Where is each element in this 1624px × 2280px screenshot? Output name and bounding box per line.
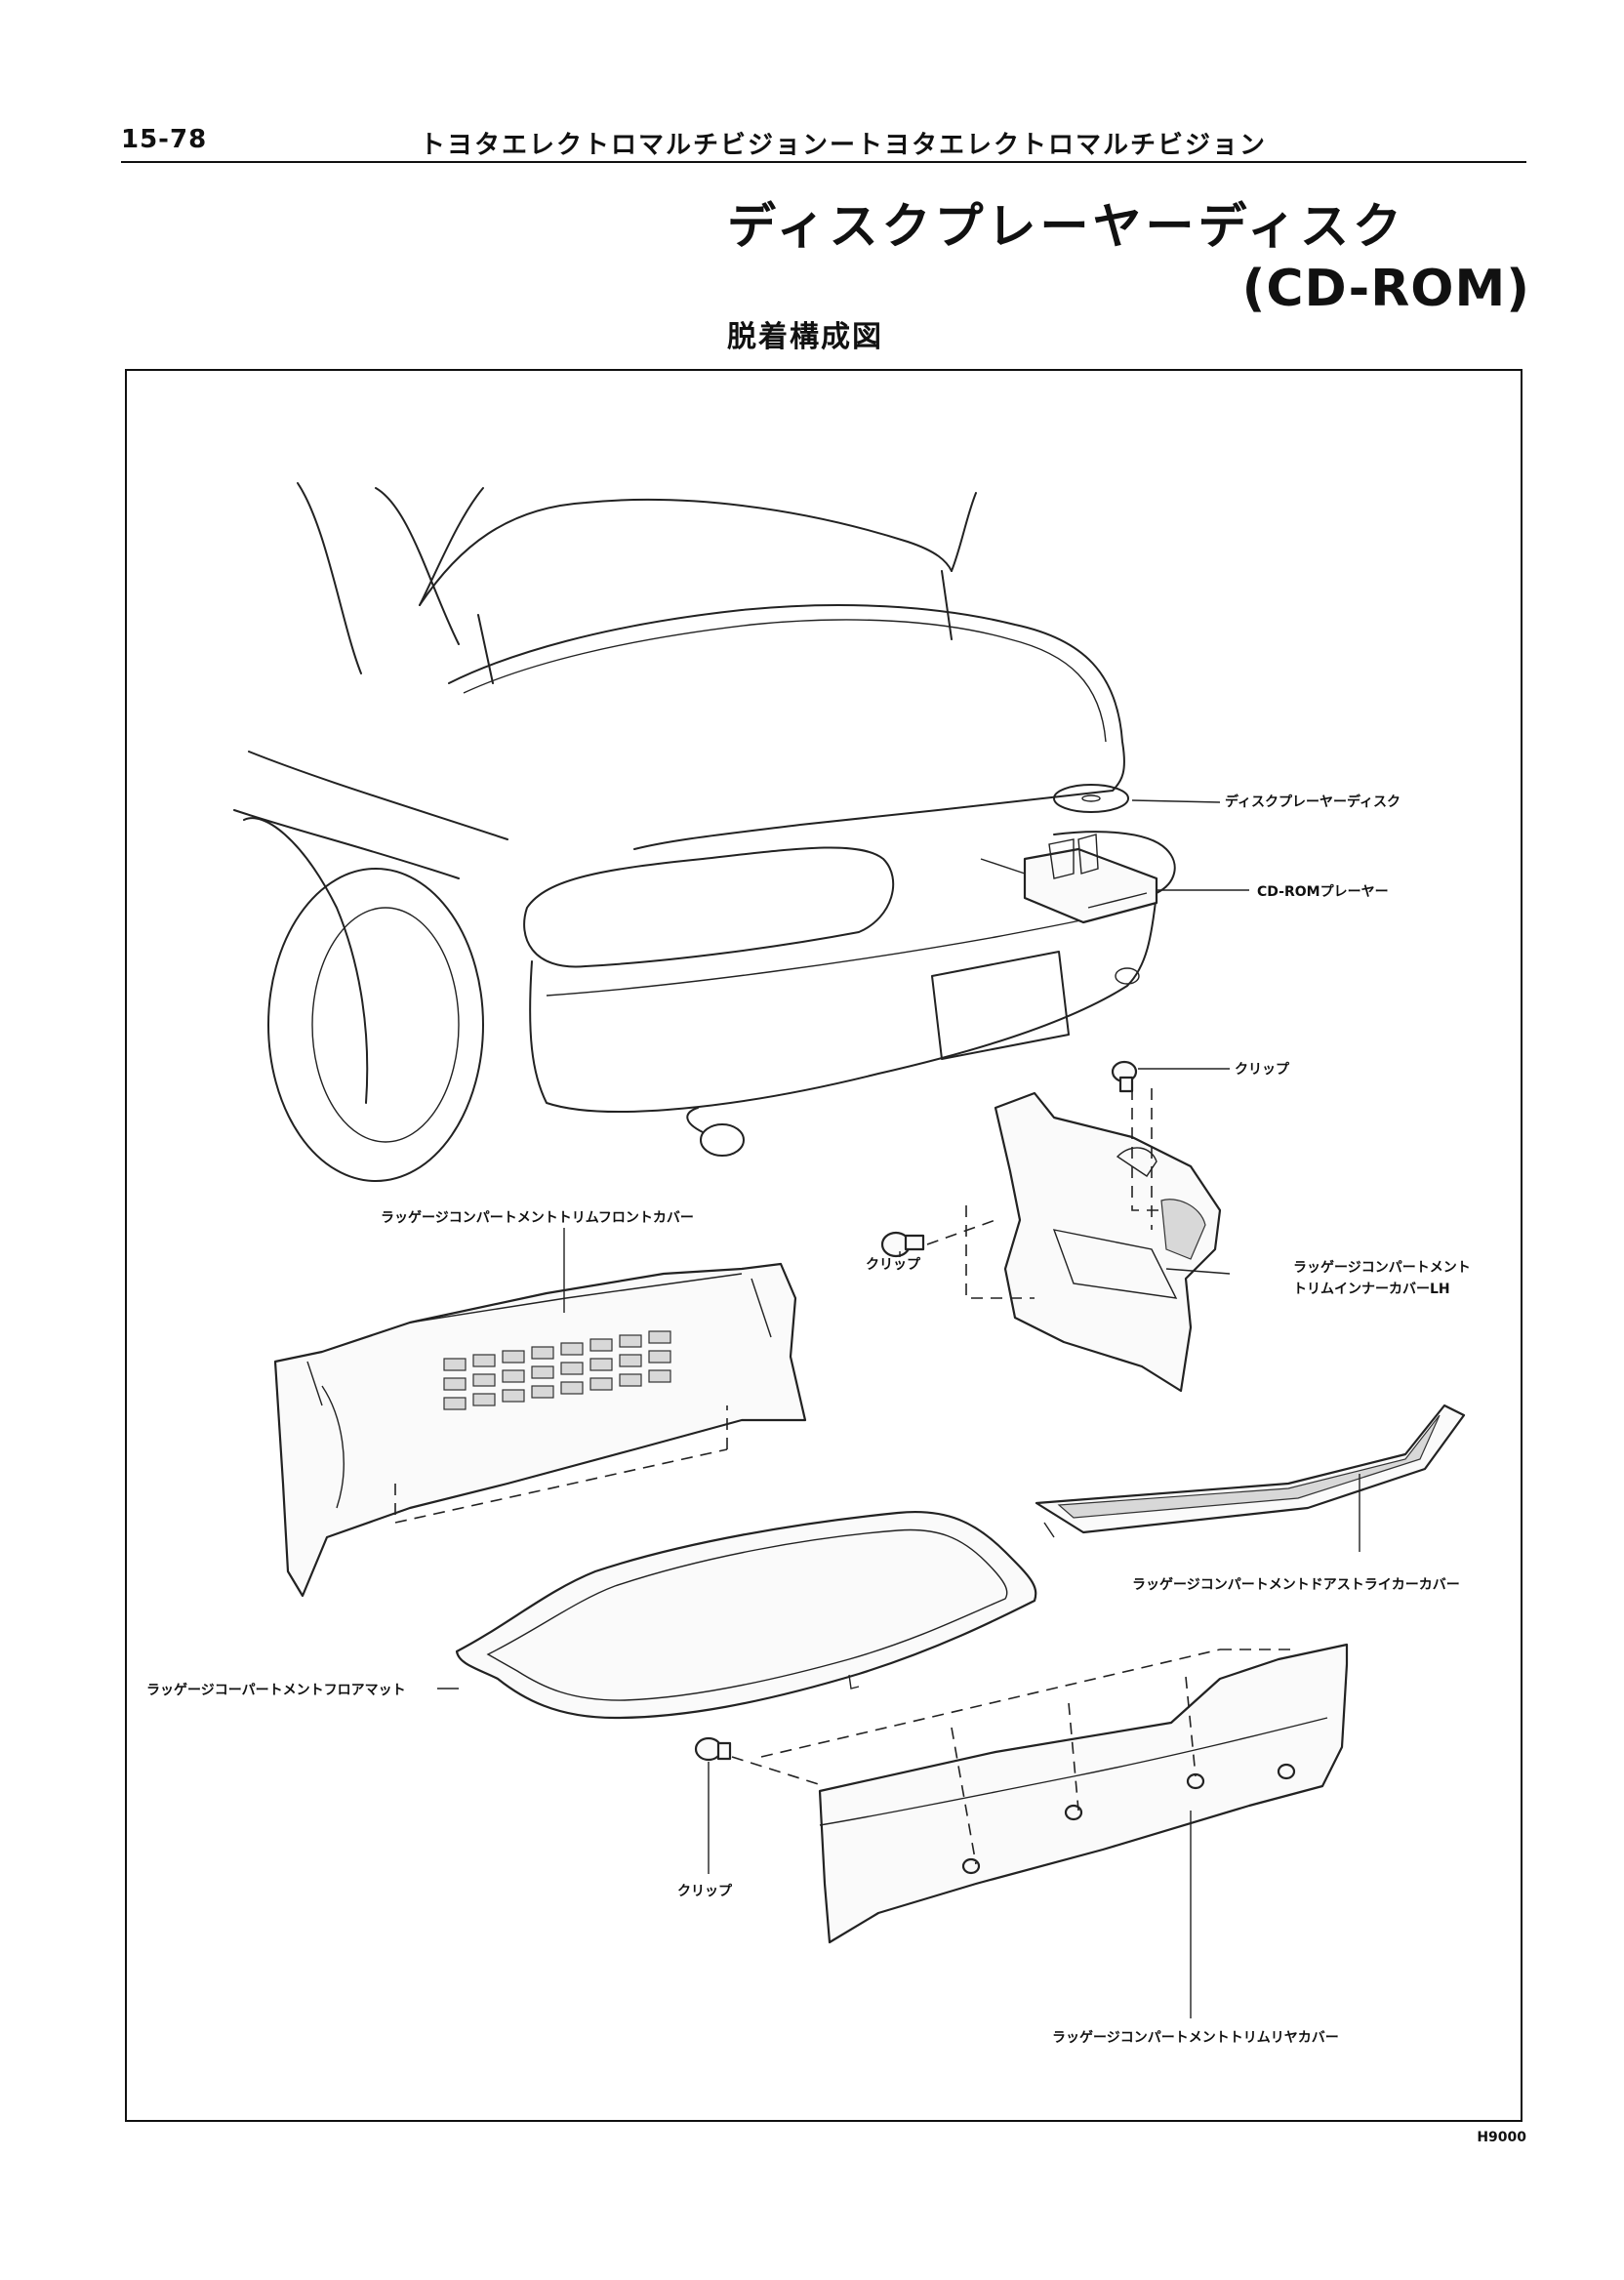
wheel-arch — [243, 817, 369, 1104]
page-title: ディスクプレーヤーディスク — [727, 198, 1405, 255]
callout-floor-mat: ラッゲージコーパートメントフロアマット — [146, 1682, 406, 1698]
clip-bottom — [694, 1736, 732, 1762]
reflector — [1115, 967, 1140, 985]
exhaust-tip — [700, 1123, 745, 1157]
leader-lines — [437, 799, 1360, 2018]
callout-striker-cover: ラッゲージコンパートメントドアストライカーカバー — [1132, 1576, 1460, 1593]
trunk-opening — [448, 604, 1125, 850]
car-rear-illustration — [233, 482, 1176, 1182]
taillight-right — [1053, 831, 1176, 904]
floor-mat-part — [455, 1511, 1037, 1720]
diagram-frame — [125, 369, 1522, 2122]
trunk-lid — [419, 498, 953, 606]
quarter-panel — [233, 809, 460, 879]
tire-outer — [267, 868, 484, 1182]
trunk-lid-right-edge — [951, 492, 977, 572]
rear-window-line — [297, 482, 362, 674]
cdrom-mount-line — [980, 858, 1026, 875]
page-subtitle: (CD-ROM) — [1241, 260, 1530, 318]
front-cover-vents — [443, 1330, 671, 1410]
callout-disc: ディスクプレーヤーディスク — [1225, 794, 1401, 810]
callout-clip-left: クリップ — [866, 1257, 921, 1273]
bumper-crease — [546, 902, 1153, 997]
callout-clip-top-right: クリップ — [1235, 1062, 1290, 1078]
cdrom-player-body — [1023, 847, 1158, 924]
body-side-upper — [248, 751, 508, 840]
front-cover-part — [273, 1262, 807, 1598]
header-rule — [121, 161, 1526, 163]
taillight-left — [523, 846, 895, 968]
figure-code: H9000 — [1477, 2130, 1526, 2145]
license-recess — [931, 951, 1070, 1060]
cdrom-player-slot — [1087, 892, 1148, 909]
callout-rear-cover: ラッゲージコンパートメントトリムリヤカバー — [1052, 2029, 1339, 2046]
rear-cover-part — [818, 1643, 1349, 1944]
tire-inner — [311, 907, 460, 1143]
cd-disc — [1053, 784, 1129, 813]
trunk-seal — [463, 619, 1107, 743]
callout-cdrom-player: CD-ROMプレーヤー — [1257, 884, 1389, 900]
cd-disc-hole — [1081, 794, 1101, 802]
cdrom-player-bracket-2 — [1077, 834, 1099, 875]
strut-left — [477, 614, 494, 684]
section-heading: 脱着構成図 — [727, 320, 883, 354]
clip-left — [880, 1231, 925, 1258]
c-pillar-line — [375, 487, 460, 645]
callout-front-cover: ラッゲージコンパートメントトリムフロントカバー — [381, 1209, 694, 1226]
strut-right — [941, 570, 953, 640]
inner-cover-lh-part — [994, 1091, 1222, 1393]
striker-cover-part — [1035, 1404, 1466, 1538]
rear-bumper — [529, 892, 1157, 1113]
trunk-lid-left-edge — [419, 487, 484, 606]
callout-inner-cover-line2: トリムインナーカバーLH — [1293, 1282, 1450, 1297]
callout-clip-bottom: クリップ — [677, 1884, 733, 1899]
running-header: トヨタエレクトロマルチビジョンートヨタエレクトロマルチビジョン — [420, 131, 1268, 160]
cdrom-player-bracket — [1048, 838, 1075, 879]
exhaust-pipe — [686, 1107, 704, 1133]
page-number: 15-78 — [121, 125, 208, 154]
assembly-dash-lines — [394, 1088, 1298, 1865]
clip-top-right — [1111, 1060, 1138, 1093]
callout-inner-cover-line1: ラッゲージコンパートメント — [1293, 1259, 1471, 1276]
